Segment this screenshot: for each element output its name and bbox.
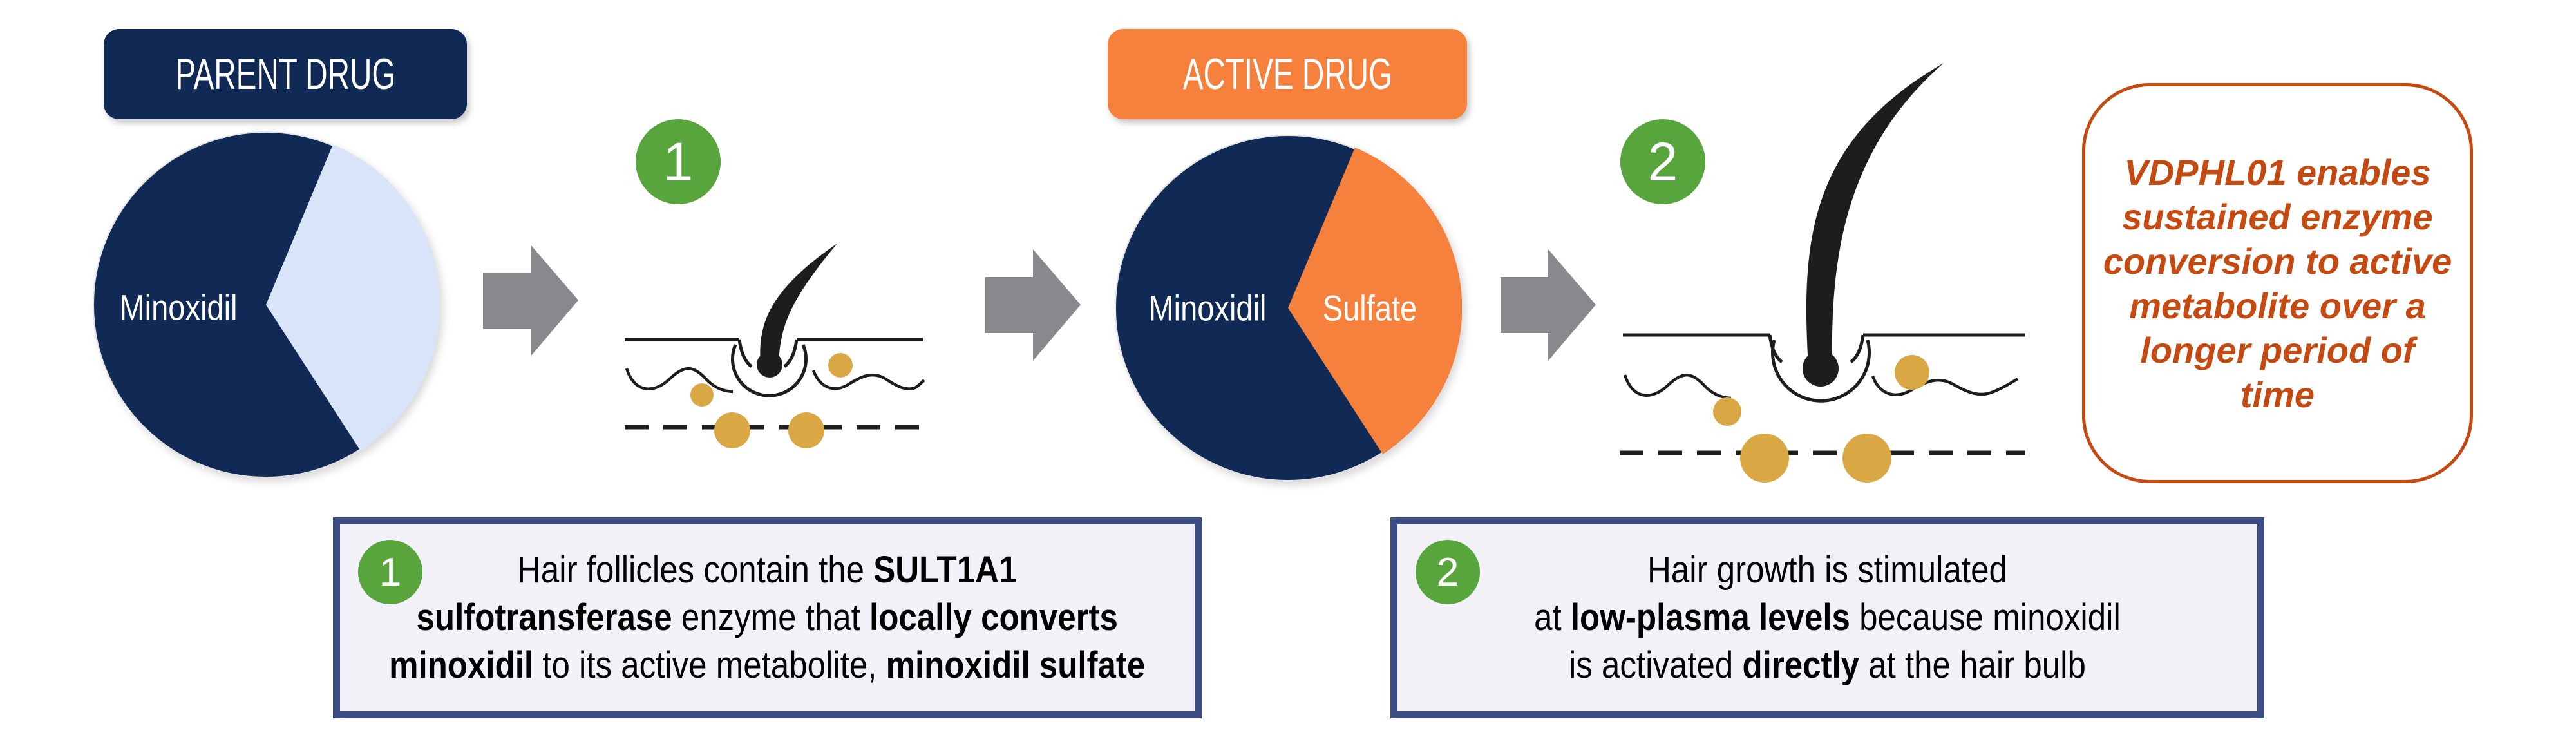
callout-1-badge: 1	[358, 540, 422, 604]
hair-strand-icon	[1806, 63, 1944, 367]
pie2-sulfate-label: Sulfate	[1322, 287, 1417, 329]
drug-molecule-dot	[1842, 434, 1891, 483]
drug-molecule-dot	[714, 412, 750, 448]
dermis-wave-line	[1871, 376, 2019, 396]
drug-molecule-dot	[1713, 397, 1741, 426]
pie-chart-graphic	[93, 131, 440, 478]
follicle-opening	[783, 339, 799, 368]
right-arrow-icon	[1501, 249, 1596, 361]
hair-follicle-long-hair-icon	[1620, 63, 2025, 483]
active-drug-label: ACTIVE DRUG	[1108, 29, 1467, 119]
follicle-opening	[737, 339, 753, 368]
pie-slice-sulfate	[1288, 148, 1463, 454]
right-arrow-icon	[483, 245, 578, 356]
pie1-slice-label: Minoxidil	[119, 287, 238, 328]
drug-molecule-dot	[828, 353, 853, 378]
right-arrow-icon	[985, 249, 1081, 361]
parent-drug-pie-chart: Minoxidil	[92, 131, 440, 479]
hair-bulb	[1803, 350, 1839, 387]
hair-bulb	[757, 352, 782, 378]
parent-drug-label: PARENT DRUG	[104, 29, 467, 119]
hair-follicle-short-hair-icon	[625, 244, 929, 448]
follicle-sac	[731, 344, 808, 397]
dermis-wave-line	[1623, 374, 1732, 400]
step-1-badge: 1	[636, 119, 721, 204]
pie-chart-graphic	[1115, 135, 1463, 481]
active-drug-label-text: ACTIVE DRUG	[1182, 50, 1392, 99]
callout-2-badge: 2	[1416, 540, 1480, 604]
drug-molecule-dot	[1895, 355, 1929, 390]
pie2-minoxidil-label: Minoxidil	[1148, 287, 1267, 329]
follicle-opening	[1850, 334, 1865, 364]
drug-molecule-dot	[788, 412, 824, 448]
step-2-badge: 2	[1620, 119, 1705, 204]
dermis-wave-line	[811, 370, 925, 390]
drug-molecule-dot	[1740, 434, 1789, 483]
parent-drug-label-text: PARENT DRUG	[175, 50, 396, 99]
pie-slice-unconverted	[266, 144, 440, 451]
drug-molecule-dot	[690, 383, 714, 407]
active-drug-pie-chart: Minoxidil Sulfate	[1114, 134, 1463, 482]
dermis-wave-line	[625, 367, 734, 394]
follicle-sac	[1771, 340, 1871, 403]
hair-strand-icon	[760, 244, 837, 365]
